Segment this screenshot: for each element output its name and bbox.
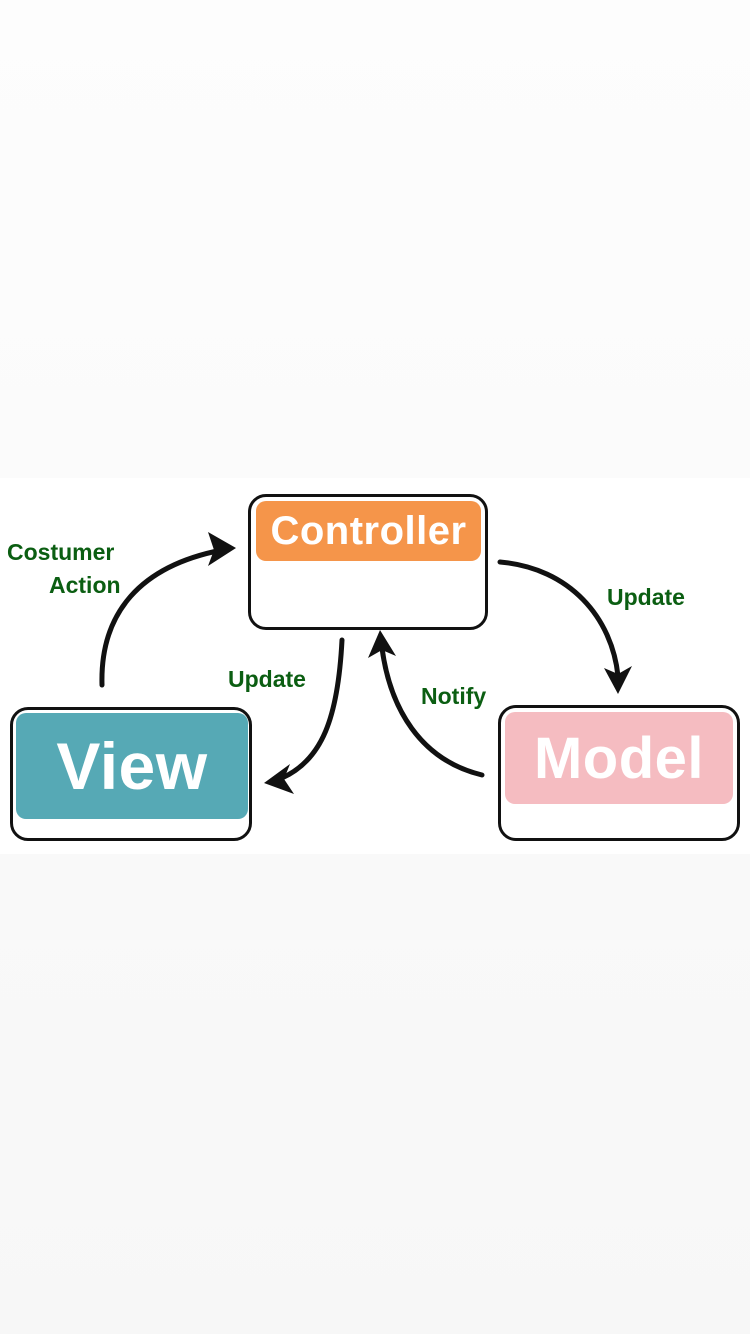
- arrowhead-view-to-controller: [208, 532, 236, 566]
- costumer-action-label: Costumer Action: [7, 536, 121, 602]
- arrowhead-controller-to-model: [604, 666, 632, 694]
- model-header: Model: [505, 712, 733, 804]
- arrows-layer: [99, 532, 632, 794]
- arrowhead-model-to-controller: [368, 630, 396, 658]
- controller-node: Controller: [248, 494, 488, 630]
- model-node: Model: [498, 705, 740, 841]
- arrow-model-to-controller: [379, 645, 485, 778]
- arrowhead-controller-to-view: [264, 764, 294, 794]
- view-header: View: [16, 713, 248, 819]
- view-node: View: [10, 707, 252, 841]
- arrow-view-to-controller: [99, 547, 225, 688]
- controller-header: Controller: [256, 501, 481, 561]
- costumer-action-line1: Costumer: [7, 539, 115, 565]
- update-controller-model-label: Update: [607, 584, 685, 610]
- notify-model-controller-label: Notify: [421, 683, 487, 709]
- arrow-controller-to-model: [497, 559, 621, 679]
- costumer-action-line2: Action: [49, 572, 121, 598]
- mvc-diagram: Controller View Model Costumer Action Up…: [0, 478, 750, 854]
- arrow-controller-to-view: [279, 637, 345, 781]
- update-controller-view-label: Update: [228, 666, 306, 692]
